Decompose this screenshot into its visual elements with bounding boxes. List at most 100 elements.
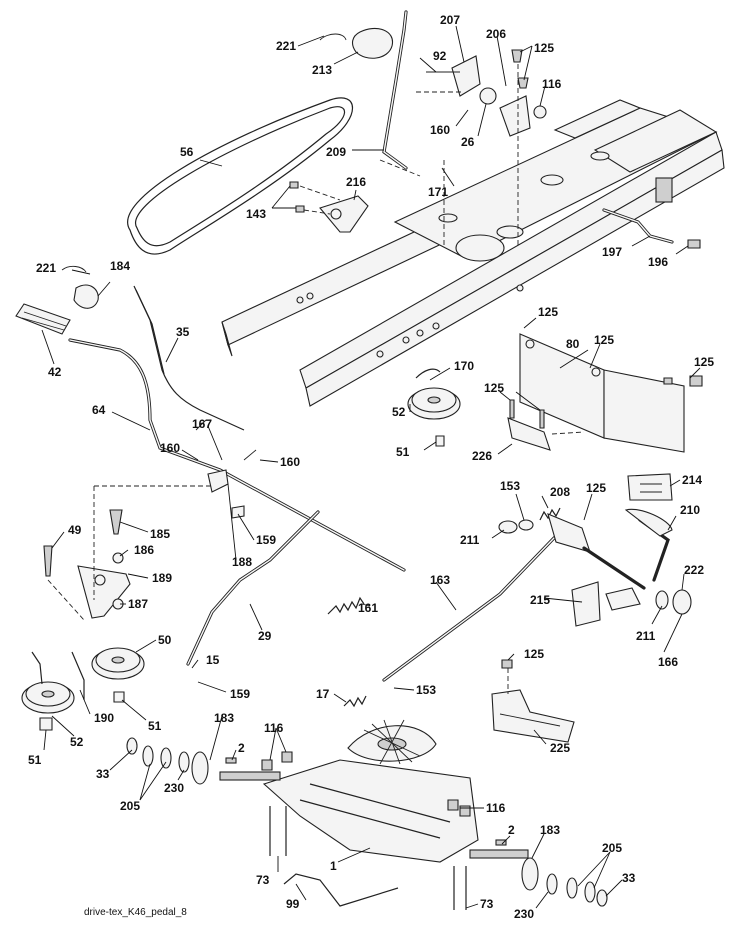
callout-221: 221 [276,39,296,53]
callout-185: 185 [150,527,170,541]
callout-125: 125 [694,355,714,369]
callout-51: 51 [396,445,410,459]
callout-125: 125 [594,333,614,347]
callout-187: 187 [128,597,148,611]
callout-1: 1 [330,859,337,873]
callout-216: 216 [346,175,366,189]
callout-29: 29 [258,629,272,643]
callout-225: 225 [550,741,570,755]
callout-73: 73 [480,897,494,911]
callout-208: 208 [550,485,570,499]
rod-197 [602,208,701,249]
rod-99 [283,873,399,907]
callout-210: 210 [680,503,700,517]
drawing [15,10,725,910]
callout-143: 143 [246,207,266,221]
callout-125: 125 [524,647,544,661]
callout-215: 215 [530,593,550,607]
callout-205: 205 [602,841,622,855]
pedal-assembly [382,473,692,682]
bracket-225 [491,659,575,743]
callout-163: 163 [430,573,450,587]
callout-206: 206 [486,27,506,41]
callout-51: 51 [28,753,42,767]
callout-33: 33 [96,767,110,781]
callout-153: 153 [500,479,520,493]
callout-211: 211 [636,629,656,643]
callout-49: 49 [68,523,82,537]
callout-35: 35 [176,325,190,339]
pulley-50 [91,647,145,703]
callout-17: 17 [316,687,330,701]
callout-160: 160 [430,123,450,137]
callout-15: 15 [206,653,220,667]
callout-213: 213 [312,63,332,77]
callout-labels: 221 213 207 206 125 92 116 160 26 56 209… [28,13,714,921]
drive-belt [127,97,354,255]
callout-125: 125 [484,381,504,395]
callout-99: 99 [286,897,300,911]
callout-166: 166 [658,655,678,669]
callout-50: 50 [158,633,172,647]
callout-116: 116 [542,77,562,91]
callout-211: 211 [460,533,480,547]
left-plate [43,485,212,621]
callout-188: 188 [232,555,252,569]
callout-80: 80 [566,337,580,351]
callout-184: 184 [110,259,130,273]
callout-92: 92 [433,49,447,63]
callout-125: 125 [534,41,554,55]
callout-190: 190 [94,711,114,725]
callout-26: 26 [461,135,475,149]
callout-56: 56 [180,145,194,159]
springs [327,507,561,708]
callout-73: 73 [256,873,270,887]
rod-29 [186,469,320,666]
callout-226: 226 [472,449,492,463]
callout-222: 222 [684,563,704,577]
callout-64: 64 [92,403,106,417]
callout-42: 42 [48,365,62,379]
callout-52: 52 [70,735,84,749]
callout-230: 230 [514,907,534,921]
diagram-caption: drive-tex_K46_pedal_8 [84,907,187,918]
callout-161: 161 [358,601,378,615]
callout-189: 189 [152,571,172,585]
callout-125: 125 [538,305,558,319]
pulley-52-left [21,651,85,731]
callout-197: 197 [602,245,622,259]
callout-171: 171 [428,185,448,199]
callout-160: 160 [280,455,300,469]
callout-170: 170 [454,359,474,373]
callout-125: 125 [586,481,606,495]
callout-196: 196 [648,255,668,269]
transaxle [126,719,608,910]
bracket-80 [507,333,703,453]
callout-186: 186 [134,543,154,557]
callout-116: 116 [486,801,506,815]
callout-33: 33 [622,871,636,885]
callout-159: 159 [256,533,276,547]
callout-116: 116 [264,721,284,735]
callout-159: 159 [230,687,250,701]
callout-52: 52 [392,405,406,419]
callout-2: 2 [238,741,245,755]
callout-51: 51 [148,719,162,733]
top-linkage [319,10,547,246]
lead-lines [41,25,701,909]
callout-183: 183 [540,823,560,837]
callout-2: 2 [508,823,515,837]
callout-167: 167 [192,417,212,431]
callout-205: 205 [120,799,140,813]
center-idler [407,368,461,447]
callout-209: 209 [326,145,346,159]
callout-153: 153 [416,683,436,697]
callout-160: 160 [160,441,180,455]
callout-214: 214 [682,473,702,487]
callout-183: 183 [214,711,234,725]
callout-207: 207 [440,13,460,27]
callout-221: 221 [36,261,56,275]
bracket-216 [289,181,369,233]
callout-230: 230 [164,781,184,795]
